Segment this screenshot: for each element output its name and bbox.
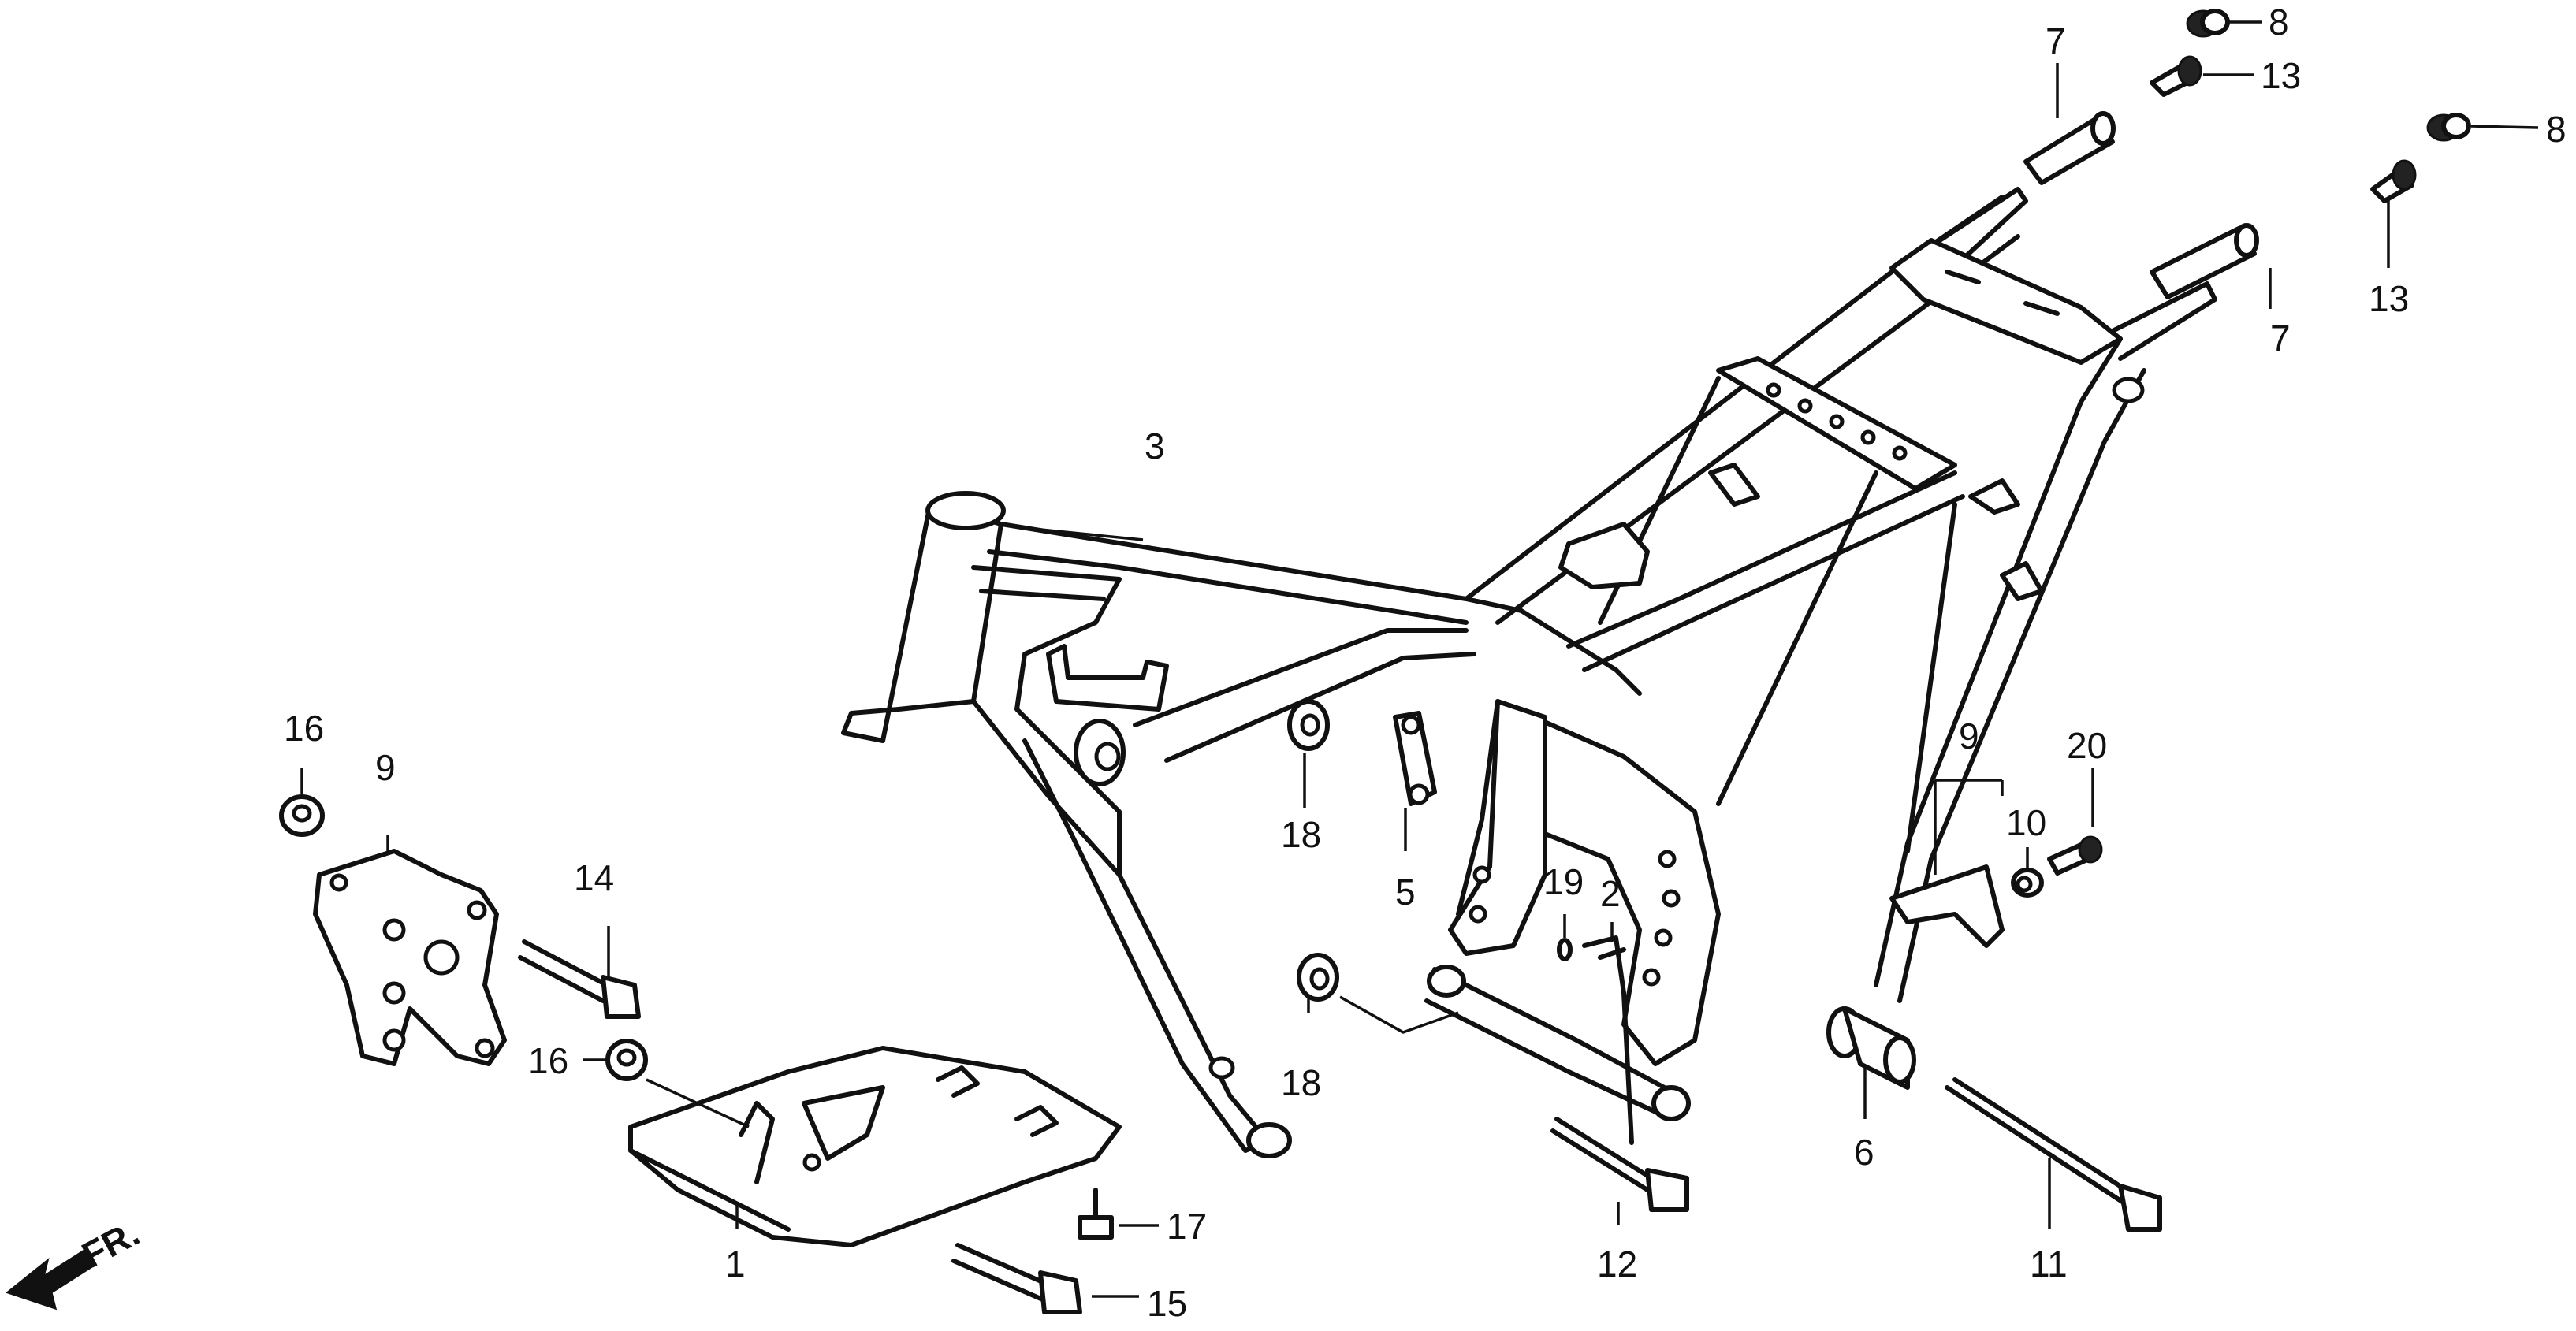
bolt-part-13-lower xyxy=(2370,159,2417,203)
callout-7-lower: 7 xyxy=(2270,318,2291,359)
skid-plate-part-1 xyxy=(628,1046,1122,1247)
clip-part-19 xyxy=(1557,938,1573,961)
callout-5: 5 xyxy=(1395,872,1416,913)
bolt-part-20 xyxy=(2047,835,2103,876)
callout-13-upper: 13 xyxy=(2261,55,2301,96)
callout-19: 19 xyxy=(1543,861,1584,902)
bolt-part-14 xyxy=(518,939,641,1019)
main-frame-part-3 xyxy=(841,187,2217,1158)
collar-part-10 xyxy=(2011,868,2044,898)
callout-1: 1 xyxy=(725,1244,746,1285)
leader-lines xyxy=(300,20,2539,1298)
nut-part-16-lower xyxy=(605,1039,648,1081)
callout-8-upper: 8 xyxy=(2269,2,2289,43)
callout-4: 9 xyxy=(375,747,396,788)
callout-16-upper: 16 xyxy=(284,708,324,749)
callout-20: 20 xyxy=(2067,725,2107,766)
collar-part-7-lower xyxy=(2150,223,2259,299)
collar-part-7-upper xyxy=(2023,111,2116,185)
callout-18-upper: 18 xyxy=(1281,814,1321,855)
bolt-part-13-upper xyxy=(2150,55,2202,97)
nut-part-18-lower xyxy=(1297,953,1339,1002)
bolt-part-12 xyxy=(1550,1117,1689,1212)
nut-part-8-upper xyxy=(2186,9,2230,38)
nut-part-18-upper xyxy=(1287,699,1330,751)
bolt-part-11 xyxy=(1945,1077,2162,1232)
callout-3: 3 xyxy=(1145,426,1165,467)
callout-18-lower: 18 xyxy=(1281,1062,1321,1103)
nut-part-8-lower xyxy=(2426,113,2471,142)
callout-2: 2 xyxy=(1600,873,1621,914)
hose-part-2 xyxy=(1582,935,1634,1145)
callout-17: 17 xyxy=(1167,1206,1207,1247)
callout-labels: 3 9 16 16 14 1 17 15 18 18 5 19 2 12 6 1… xyxy=(284,2,2567,1324)
callout-7-upper: 7 xyxy=(2046,20,2066,61)
callout-13-lower: 13 xyxy=(2369,278,2409,319)
callout-14: 14 xyxy=(574,857,614,898)
callout-10: 10 xyxy=(2006,802,2046,843)
bolt-part-17 xyxy=(1078,1188,1114,1240)
callout-12: 12 xyxy=(1597,1244,1637,1285)
front-direction-arrow: FR. xyxy=(5,1212,146,1311)
callout-15: 15 xyxy=(1147,1283,1187,1324)
callout-16-lower: 16 xyxy=(528,1040,568,1081)
collar-part-6 xyxy=(1826,1006,1916,1090)
bracket-part-9 xyxy=(1889,864,2005,948)
hanger-plate-part-4 xyxy=(313,849,507,1066)
plate-part-5 xyxy=(1393,711,1437,806)
callout-11: 11 xyxy=(2030,1244,2068,1285)
callout-8-lower: 8 xyxy=(2546,109,2567,150)
bolt-part-15 xyxy=(951,1243,1082,1314)
nut-part-16-upper xyxy=(279,794,325,837)
callout-6: 6 xyxy=(1854,1132,1874,1173)
callout-9: 9 xyxy=(1959,716,1979,757)
